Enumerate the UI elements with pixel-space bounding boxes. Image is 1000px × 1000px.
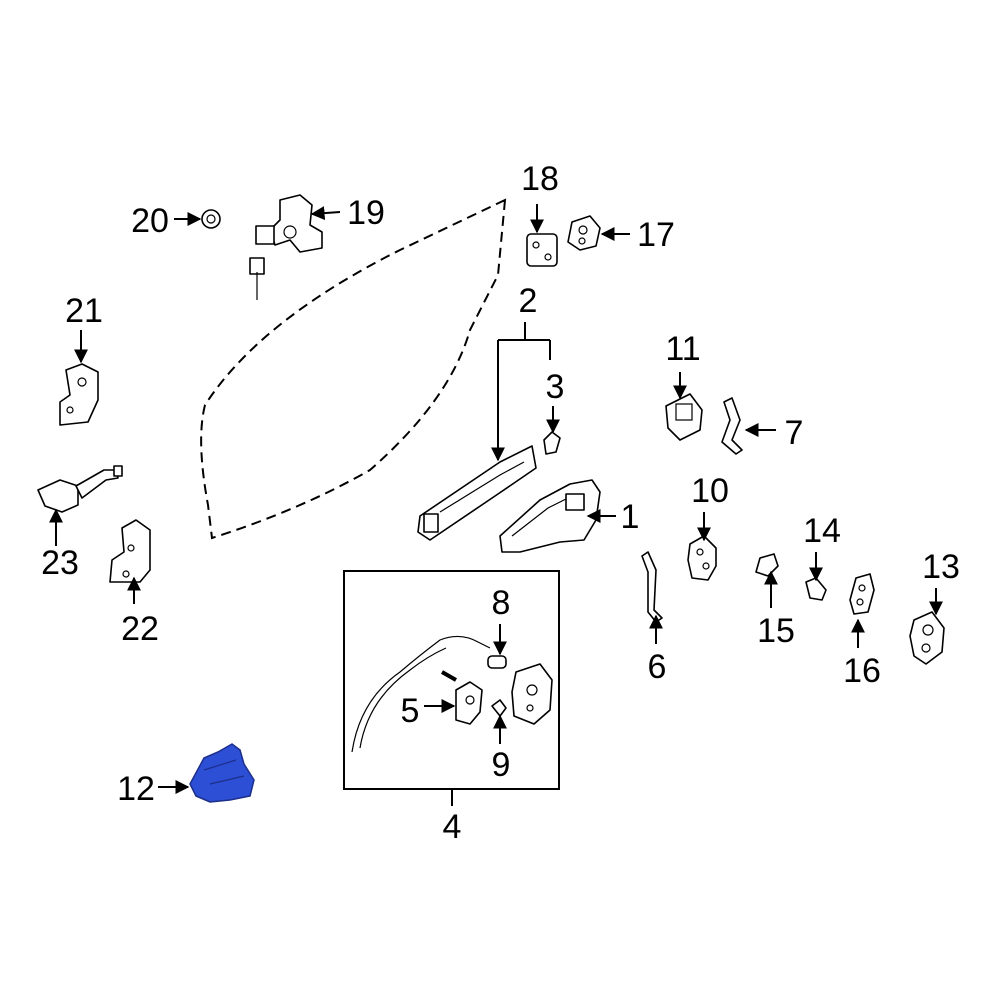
part-9-retainer xyxy=(491,699,507,717)
callout-14: 14 xyxy=(803,512,841,550)
part-5-latch-bracket xyxy=(455,681,483,725)
callout-17: 17 xyxy=(637,216,675,254)
callout-4: 4 xyxy=(443,808,462,846)
part-4-cable xyxy=(351,635,491,753)
part-8-clip xyxy=(487,655,507,669)
part-3-pad xyxy=(543,431,561,455)
callout-9: 9 xyxy=(492,746,511,784)
part-15-clip xyxy=(755,553,779,577)
callout-16: 16 xyxy=(843,652,881,690)
part-4-latch xyxy=(511,663,553,725)
part-17-striker xyxy=(567,215,601,251)
callout-11: 11 xyxy=(665,330,700,368)
leader-19 xyxy=(310,206,341,221)
part-22-lower-hinge xyxy=(109,519,151,583)
part-12-door-lock-module xyxy=(189,743,255,803)
part-19-lock-cylinder xyxy=(249,194,323,300)
part-6-rod xyxy=(641,551,663,623)
callout-5: 5 xyxy=(401,692,420,730)
callout-23: 23 xyxy=(41,544,79,582)
callout-10: 10 xyxy=(691,472,729,510)
part-23-door-check xyxy=(37,465,123,513)
callout-15: 15 xyxy=(757,612,795,650)
callout-6: 6 xyxy=(648,648,667,686)
callout-2: 2 xyxy=(519,282,538,320)
part-10-bracket xyxy=(687,535,717,581)
callout-7: 7 xyxy=(785,414,804,452)
part-11-switch xyxy=(665,393,703,441)
callout-13: 13 xyxy=(922,548,960,586)
part-7-rod-clip xyxy=(721,397,743,455)
part-16-gasket xyxy=(849,573,875,615)
callout-22: 22 xyxy=(121,610,159,648)
part-18-striker-pad xyxy=(526,233,558,267)
part-2-handle-frame xyxy=(417,445,537,541)
callout-18: 18 xyxy=(521,160,559,198)
part-20-grommet xyxy=(201,209,221,229)
part-14-bulb xyxy=(805,577,827,601)
part-4-bolt xyxy=(441,670,457,682)
callout-19: 19 xyxy=(347,194,385,232)
part-13-actuator xyxy=(909,611,945,665)
callout-20: 20 xyxy=(131,202,169,240)
part-1-outside-handle xyxy=(499,479,601,553)
door-outline xyxy=(200,198,507,540)
callout-21: 21 xyxy=(65,292,103,330)
callout-1: 1 xyxy=(621,498,640,536)
part-21-upper-hinge xyxy=(59,363,99,426)
callout-8: 8 xyxy=(492,584,511,622)
callout-3: 3 xyxy=(546,368,565,406)
callout-12: 12 xyxy=(117,770,155,808)
